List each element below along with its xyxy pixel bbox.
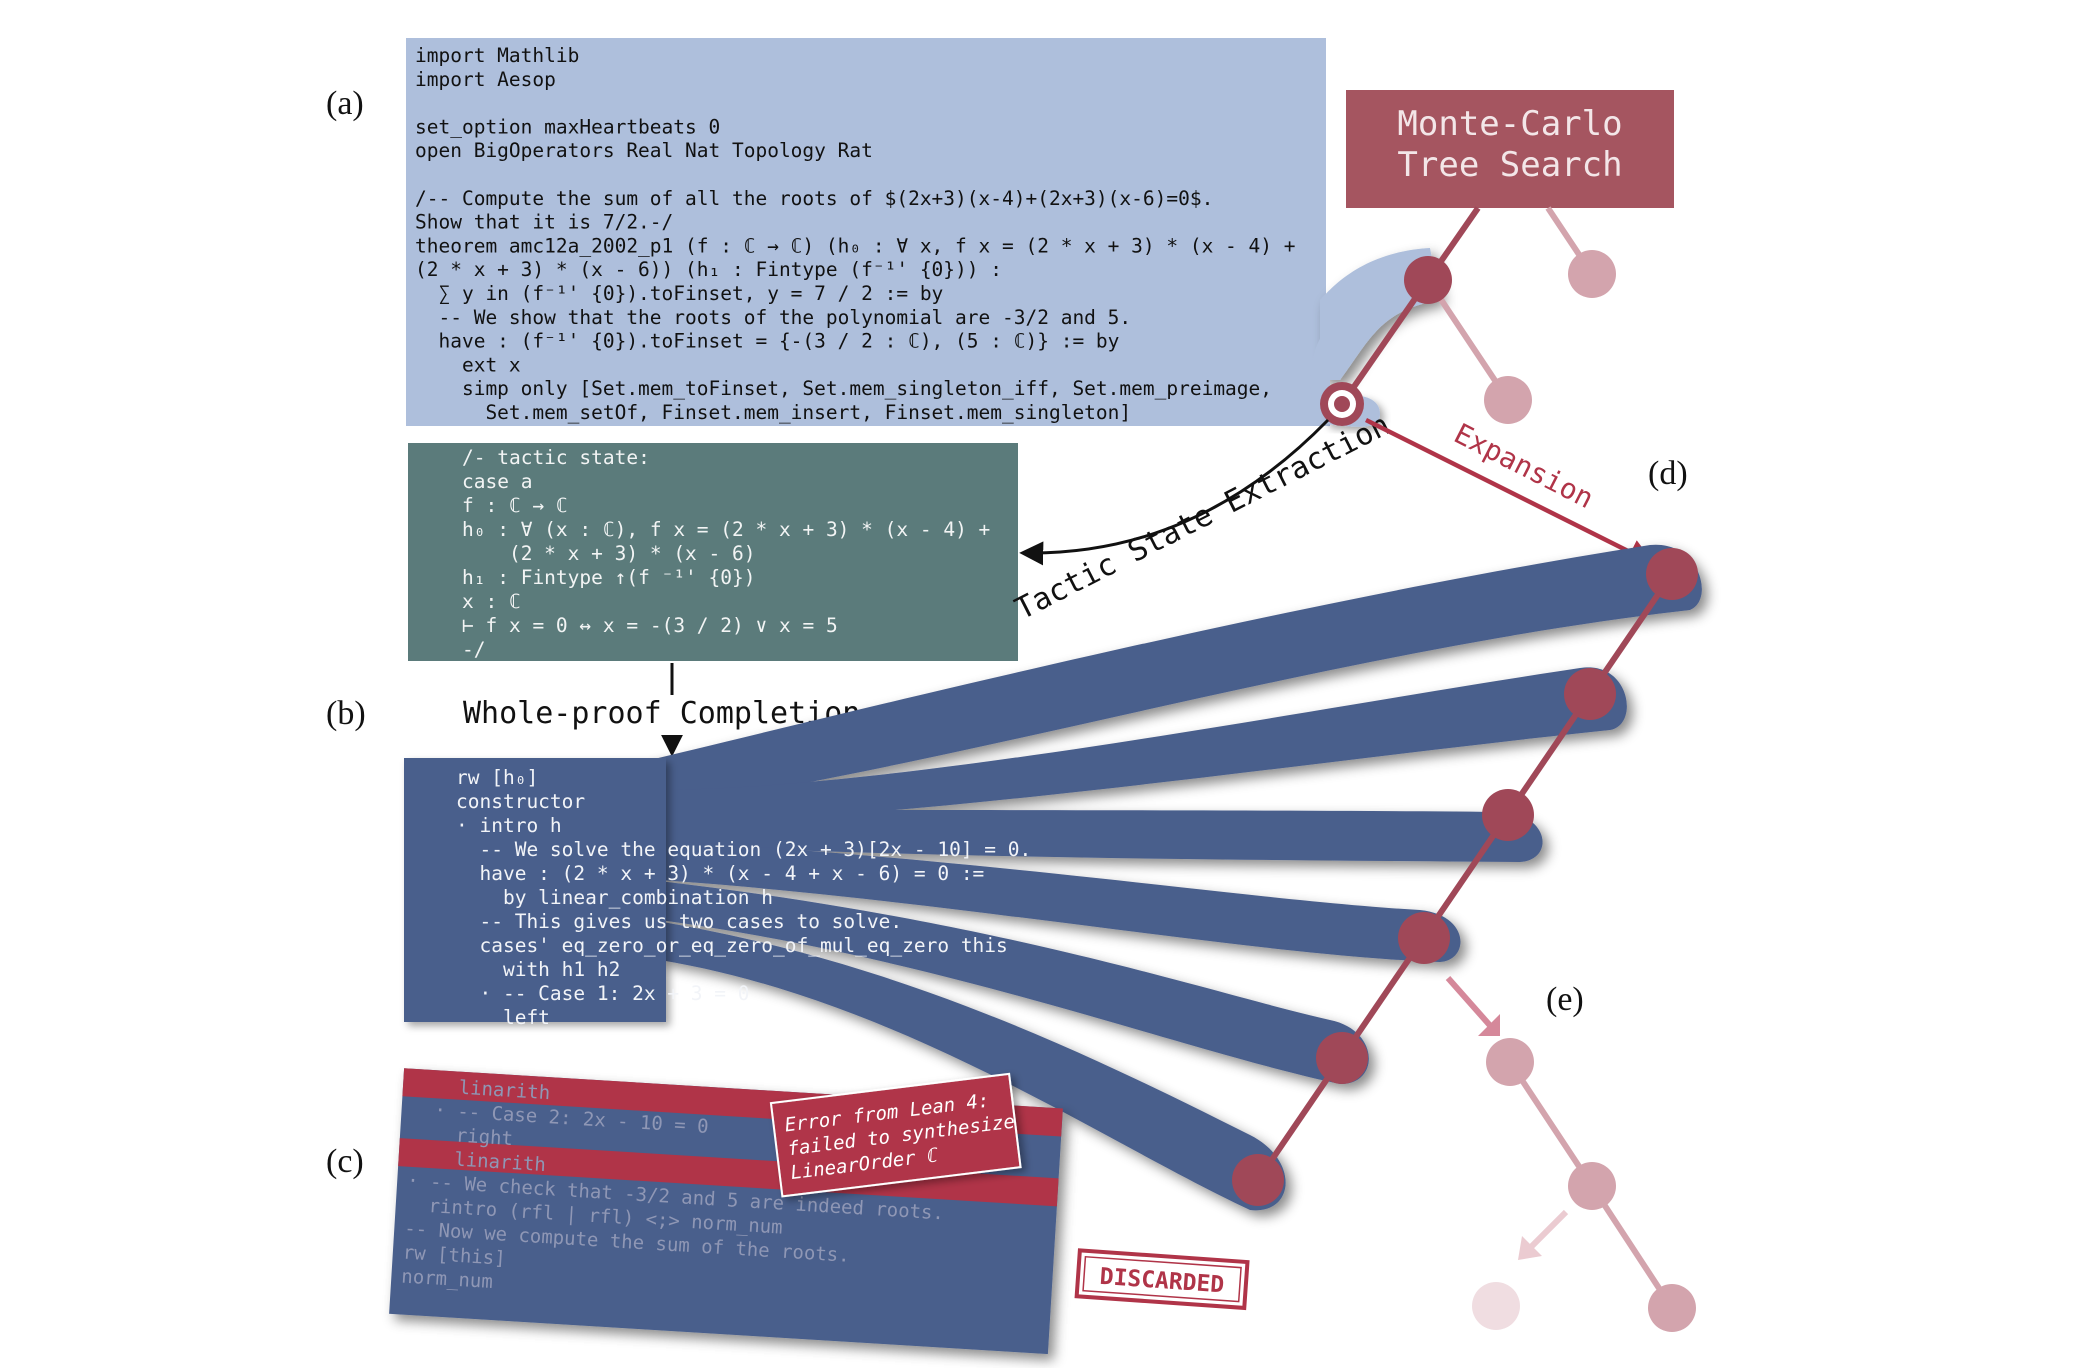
mcts-box: Monte-Carlo Tree Search — [1346, 90, 1674, 208]
tactic-state-extraction-arrow: Tactic State Extraction — [1010, 407, 1396, 627]
error-box: Error from Lean 4:failed to synthesizeLi… — [769, 1072, 1022, 1198]
code-line: rw [h₀] — [456, 766, 538, 789]
code-line: -/ — [462, 638, 485, 661]
panel-label-e: (e) — [1546, 981, 1584, 1018]
code-line: (2 * x + 3) * (x - 6) — [462, 542, 756, 565]
panel-label-b: (b) — [326, 695, 366, 732]
code-line: ext x — [415, 353, 521, 376]
code-line: case a — [462, 470, 532, 493]
tree-node-faded — [1484, 376, 1532, 424]
completion-bands — [650, 544, 1702, 1211]
panel-label-a: (a) — [326, 85, 364, 122]
code-line: simp only [Set.mem_toFinset, Set.mem_sin… — [415, 377, 1272, 400]
code-line: set_option maxHeartbeats 0 — [415, 115, 720, 138]
tree-node — [1482, 789, 1534, 841]
code-line: f : ℂ → ℂ — [462, 494, 568, 517]
tree-node-faded — [1486, 1038, 1534, 1086]
code-line: -- We show that the roots of the polynom… — [415, 306, 1131, 329]
expansion-arrow: Expansion — [1364, 417, 1655, 565]
code-line: Show that it is 7/2.-/ — [415, 211, 673, 234]
code-line: h₀ : ∀ (x : ℂ), f x = (2 * x + 3) * (x -… — [462, 518, 990, 541]
tree-node-faded — [1648, 1284, 1696, 1332]
mcts-tree-expansion — [1232, 548, 1698, 1206]
code-line: -- We solve the equation (2x + 3)[2x - 1… — [456, 838, 1031, 861]
code-line: (2 * x + 3) * (x - 6)) (h₁ : Fintype (f⁻… — [415, 258, 1002, 281]
code-line: constructor — [456, 790, 585, 813]
tree-node — [1564, 668, 1616, 720]
discarded-panel: linarith · -- Case 2: 2x - 10 = 0 right … — [389, 1068, 1063, 1355]
code-line: ∑ y in (f⁻¹' {0}).toFinset, y = 7 / 2 :=… — [415, 282, 943, 305]
mcts-title-line1: Monte-Carlo — [1397, 104, 1622, 144]
mcts-tree-top — [1320, 206, 1616, 426]
code-line: ⊢ f x = 0 ↔ x = -(3 / 2) ∨ x = 5 — [462, 614, 838, 637]
code-line: · intro h — [456, 814, 562, 837]
code-line: /- tactic state: — [462, 446, 650, 469]
mcts-tree-faded — [1445, 976, 1696, 1332]
code-line: left — [456, 1006, 550, 1029]
code-line: import Aesop — [415, 68, 556, 91]
tree-node-faded — [1568, 1162, 1616, 1210]
panel-label-d: (d) — [1648, 455, 1688, 492]
whole-proof-completion-label: Whole-proof Completion — [463, 696, 860, 731]
whole-proof-completion-arrow: Whole-proof Completion — [463, 663, 860, 757]
code-line: · -- Case 1: 2x + 3 = 0 — [456, 982, 750, 1005]
panel-label-c: (c) — [326, 1143, 364, 1180]
tree-node-faded — [1568, 250, 1616, 298]
code-line: open BigOperators Real Nat Topology Rat — [415, 139, 873, 162]
tree-node — [1398, 912, 1450, 964]
discarded-stamp: DISCARDED — [1074, 1248, 1250, 1311]
tree-node-root-child — [1404, 256, 1452, 304]
code-line: import Mathlib — [415, 44, 579, 67]
code-line: have : (f⁻¹' {0}).toFinset = {-(3 / 2 : … — [415, 330, 1119, 353]
completion-panel: rw [h₀]constructor· intro h -- We solve … — [404, 758, 1031, 1029]
code-line: have : (2 * x + 3) * (x - 4 + x - 6) = 0… — [456, 862, 984, 885]
tree-node — [1646, 548, 1698, 600]
code-line: Set.mem_setOf, Finset.mem_insert, Finset… — [415, 401, 1131, 424]
tree-node-faded — [1472, 1282, 1520, 1330]
code-line: cases' eq_zero_or_eq_zero_of_mul_eq_zero… — [456, 934, 1008, 957]
discarded-code: linarith · -- Case 2: 2x - 10 = 0 right … — [401, 1074, 951, 1320]
code-line: /-- Compute the sum of all the roots of … — [415, 187, 1213, 210]
code-line: x : ℂ — [462, 590, 521, 613]
code-line: -- This gives us two cases to solve. — [456, 910, 902, 933]
completion-code: rw [h₀]constructor· intro h -- We solve … — [456, 766, 1031, 1029]
code-line: h₁ : Fintype ↑(f ⁻¹' {0}) — [462, 566, 756, 589]
code-line: with h1 h2 — [456, 958, 620, 981]
tactic-state-extraction-label: Tactic State Extraction — [1010, 407, 1396, 627]
tree-node — [1232, 1154, 1284, 1206]
code-line: theorem amc12a_2002_p1 (f : ℂ → ℂ) (h₀ :… — [415, 234, 1296, 257]
code-line: by linear_combination h — [456, 886, 773, 909]
tree-node — [1316, 1032, 1368, 1084]
mcts-title-line2: Tree Search — [1397, 145, 1622, 185]
